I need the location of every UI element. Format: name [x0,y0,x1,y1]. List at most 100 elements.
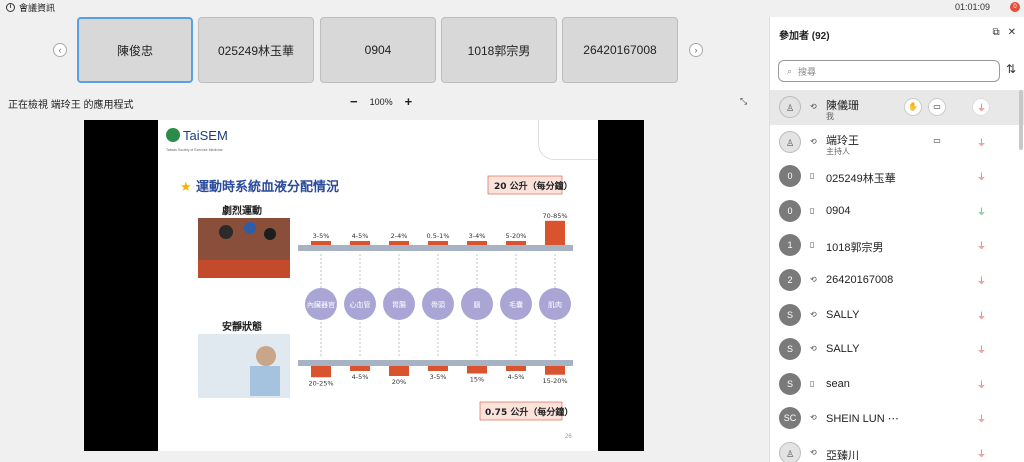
video-tile[interactable]: 1018郭宗男 [441,17,557,83]
bottom-total-box [479,401,563,421]
rest-bar [350,366,370,371]
headset-icon: ⟲ [810,344,817,354]
user-avatar-icon: ♙ [779,441,801,462]
participant-name: SHEIN LUN ⋯ [826,413,899,426]
sort-icon[interactable]: ⇅ [1006,62,1017,76]
runner-shape [264,228,276,240]
exercise-bar [389,241,409,245]
video-tile[interactable]: 025249林玉華 [198,17,314,83]
meeting-timer: 01:01:09 [955,2,991,12]
exercise-bar-label: 70-85% [542,212,567,220]
rest-bar [389,366,409,376]
category-label: 毛囊 [509,300,523,309]
participant-name: 亞臻川 [826,449,859,462]
zoom-controls: − 100% + [350,94,412,109]
video-tile[interactable]: 0904 [320,17,436,83]
rest-label: 安靜狀態 [222,320,262,333]
participant-name: 陳儀珊 [826,100,859,112]
video-tile[interactable]: 26420167008 [562,17,678,83]
rest-bar-label: 15% [470,376,484,384]
meeting-info[interactable]: i 會議資訊 [6,1,55,14]
exercise-bar-label: 0.5-1% [427,232,450,240]
mic-muted-icon[interactable]: ⏚ [977,173,987,184]
popout-icon[interactable]: ⧉ [992,27,1000,38]
participant-name: SALLY [826,308,860,321]
participant-row[interactable]: S⟲SALLY⏚ [770,298,1024,333]
exercise-bar [350,241,370,245]
rest-bar [545,366,565,375]
category-circle [461,288,493,320]
prev-arrow-icon[interactable]: ‹ [53,43,67,57]
exercise-bar-label: 5-20% [506,232,527,240]
mic-muted-icon[interactable]: ⏚ [977,104,987,114]
fit-screen-icon[interactable]: ⤡ [740,96,748,106]
logo-text: TaiSEM [183,128,228,143]
avatar: 2 [779,268,801,291]
exercise-bar [428,241,448,245]
video-tile[interactable]: 陳俊忠 [77,17,193,83]
avatar: S [779,372,801,395]
category-circle [344,288,376,320]
participant-row[interactable]: 1▯1018郭宗男⏚ [770,228,1024,263]
participant-row[interactable]: S⟲SALLY⏚ [770,332,1024,367]
participant-row[interactable]: S▯sean⏚ [770,367,1024,402]
mic-muted-icon[interactable]: ⏚ [977,380,987,391]
resting-person-shape [250,366,280,396]
exercise-bar [311,241,331,245]
zoom-out-button[interactable]: − [350,94,358,109]
phone-icon: ▯ [810,378,815,388]
close-icon[interactable]: ✕ [1007,27,1016,38]
video-tile-name: 025249林玉華 [217,43,295,58]
mic-icon[interactable]: ⏚ [977,207,987,218]
category-label: 骨頭 [431,301,445,309]
id-card-icon[interactable]: ▭ [928,98,946,116]
phone-icon: ▯ [810,240,815,250]
bottom-axis [298,360,573,366]
mic-muted-icon[interactable]: ⏚ [977,311,987,322]
logo-subtext: Taiwan Society of Exercise Medicine [166,148,223,152]
id-card-icon[interactable]: ▭ [933,135,941,145]
participant-search-input[interactable]: ⌕ 搜尋 [778,60,1000,82]
mic-muted-icon[interactable]: ⏚ [977,449,987,460]
top-total-label: 20 公升（每分鐘） [494,180,573,192]
next-arrow-icon[interactable]: › [689,43,703,57]
phone-icon: ▯ [810,205,815,215]
mic-muted-icon[interactable]: ⏚ [977,138,987,149]
participant-role: 主持人 [826,146,850,156]
category-circle [539,288,571,320]
headset-icon: ⟲ [810,413,817,423]
participant-row[interactable]: 0▯025249林玉華⏚ [770,159,1024,194]
participant-row[interactable]: ♙⟲亞臻川⏚ [770,436,1024,462]
video-tile-name: 1018郭宗男 [467,43,531,58]
runner-shape [219,225,233,239]
mic-muted-icon[interactable]: ⏚ [977,415,987,426]
participant-name: 26420167008 [826,273,894,286]
participant-row[interactable]: ♙⟲端玲王主持人▭⏚ [770,125,1024,160]
raise-hand-icon[interactable]: ✋ [904,98,922,116]
video-tile-name: 0904 [364,43,392,57]
exercise-bar-label: 2-4% [391,232,408,240]
scrollbar[interactable] [1019,90,1023,150]
participant-name: 1018郭宗男 [826,242,884,255]
notification-badge[interactable]: 0 [1010,2,1020,12]
participant-row[interactable]: SC⟲SHEIN LUN ⋯⏚ [770,401,1024,436]
rest-bar-label: 4-5% [508,373,525,381]
rest-bar [467,366,487,374]
meeting-info-label: 會議資訊 [19,3,56,13]
exercise-bar-label: 3-5% [313,232,330,240]
mic-muted-icon[interactable]: ⏚ [977,242,987,253]
category-circle [422,288,454,320]
exercise-bar [506,241,526,245]
mic-button[interactable] [972,98,990,116]
participant-row[interactable]: 2⟲26420167008⏚ [770,263,1024,298]
rest-bar [428,366,448,371]
rest-bar [506,366,526,371]
participant-row[interactable]: ♙⟲陳儀珊我✋▭⏚ [770,90,1024,125]
category-label: 腦 [474,300,481,309]
mic-muted-icon[interactable]: ⏚ [977,346,987,357]
rest-bar-label: 20% [392,378,406,386]
zoom-in-button[interactable]: + [404,94,413,109]
category-circle [383,288,415,320]
participant-row[interactable]: 0▯0904⏚ [770,194,1024,229]
mic-muted-icon[interactable]: ⏚ [977,276,987,287]
